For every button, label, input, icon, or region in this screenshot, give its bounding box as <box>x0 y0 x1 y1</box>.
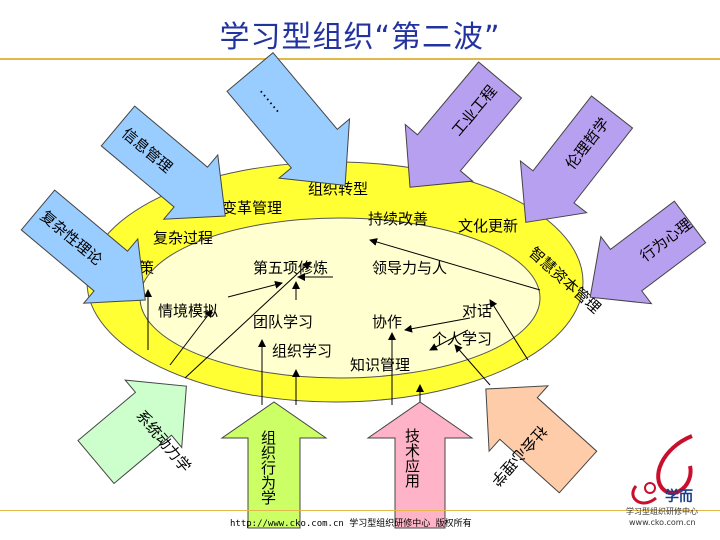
node-collaboration: 协作 <box>372 313 402 331</box>
node-org-learning: 组织学习 <box>272 342 332 360</box>
arrow-ellipsis: …… <box>226 52 351 186</box>
node-personal-learning: 个人学习 <box>432 330 492 348</box>
node-org-transform: 组织转型 <box>308 180 368 198</box>
line-scenario-fifth <box>227 280 283 298</box>
node-culture-renewal: 文化更新 <box>458 217 518 235</box>
arrow-org-behavior: 组织行为学 <box>220 401 328 529</box>
logo-url: www.cko.com.cn <box>629 518 696 527</box>
footer-text: http://www.cko.com.cn 学习型组织研修中心 版权所有 <box>230 519 472 529</box>
arrow-philosophy: 伦理哲学 <box>519 95 634 223</box>
arrow-tech-apps-label: 技术应用 <box>403 428 421 489</box>
arrow-behavior: 行为心理 <box>589 200 707 305</box>
node-scenario: 情境模拟 <box>158 302 218 320</box>
node-knowledge-mgmt: 知识管理 <box>350 356 410 374</box>
arrow-tech-apps: 技术应用 <box>366 401 474 529</box>
node-continuous-improve: 持续改善 <box>368 210 428 228</box>
line-personal-km <box>429 329 469 351</box>
arrow-info-mgmt: 信息管理 <box>100 105 226 220</box>
arrow-org-behavior-label: 组织行为学 <box>259 430 277 505</box>
node-dialogue: 对话 <box>462 302 492 320</box>
logo-subtitle: 学习型组织研修中心 <box>626 507 698 516</box>
line-ic-improve <box>369 238 541 291</box>
logo-name: 学而 <box>665 489 693 505</box>
footer-divider <box>0 510 720 511</box>
node-leadership: 领导力与人 <box>372 259 447 277</box>
line-sd-fifth <box>184 261 311 379</box>
node-team-learning: 团队学习 <box>253 313 313 331</box>
arrow-industrial-eng: 工业工程 <box>404 61 523 188</box>
node-complex-process: 复杂过程 <box>153 229 213 247</box>
title-divider <box>0 58 720 60</box>
connector-lines <box>144 238 541 405</box>
line-dialogue-collab <box>404 317 471 333</box>
line-soc-personal <box>454 344 491 386</box>
page-title: 学习型组织“第二波” <box>219 20 501 55</box>
node-fifth-discipline: 第五项修炼 <box>253 259 328 277</box>
line-sd-scenario <box>169 309 213 366</box>
line-soc-dialogue <box>489 299 529 361</box>
node-change-mgmt: 变革管理 <box>222 199 282 217</box>
logo-mark <box>631 434 693 505</box>
